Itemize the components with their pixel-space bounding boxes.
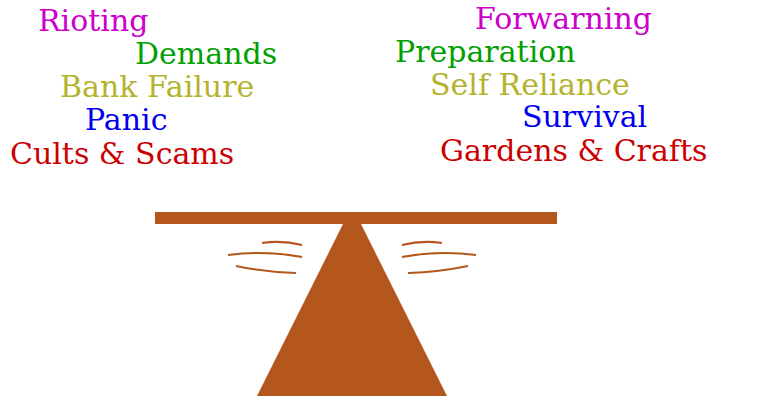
balance-word: Survival: [522, 100, 647, 134]
beam: [155, 212, 557, 224]
motion-lines: [228, 242, 476, 273]
balance-word: Panic: [85, 103, 167, 137]
balance-word: Forwarning: [475, 2, 652, 36]
balance-word: Gardens & Crafts: [440, 134, 707, 168]
balance-word: Rioting: [38, 4, 148, 38]
fulcrum: [257, 222, 447, 396]
balance-word: Demands: [135, 37, 277, 71]
balance-word: Cults & Scams: [10, 137, 234, 171]
balance-word: Preparation: [395, 35, 576, 69]
balance-word: Bank Failure: [60, 70, 254, 104]
balance-word: Self Reliance: [430, 68, 630, 102]
